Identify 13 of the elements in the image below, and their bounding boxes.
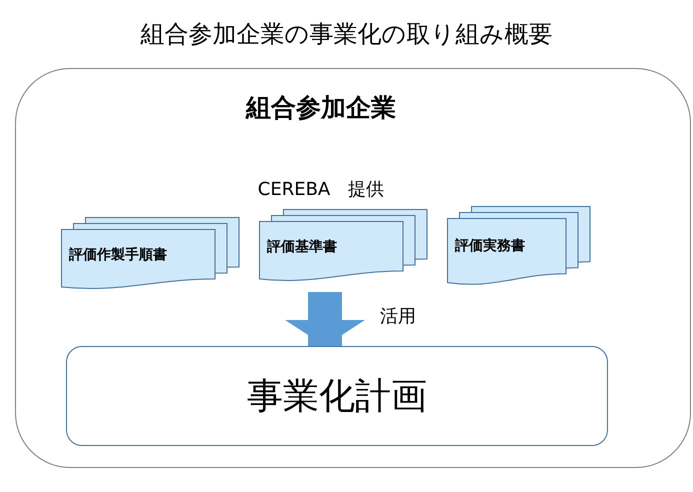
group-heading: 組合参加企業	[244, 92, 397, 124]
block-arrow	[285, 292, 365, 346]
group-box	[15, 68, 691, 468]
plan-box: 事業化計画	[66, 346, 608, 446]
document-stack	[447, 206, 592, 288]
provider-label: CEREBA 提供	[256, 178, 386, 201]
document-title: 評価実務書	[455, 237, 525, 256]
title: 組合参加企業の事業化の取り組み概要	[140, 19, 554, 50]
document-title: 評価作製手順書	[69, 246, 167, 264]
document-title: 評価基準書	[267, 238, 337, 256]
document-stack	[259, 209, 429, 284]
edge-label: 活用	[380, 305, 416, 328]
document-stack	[61, 217, 241, 292]
